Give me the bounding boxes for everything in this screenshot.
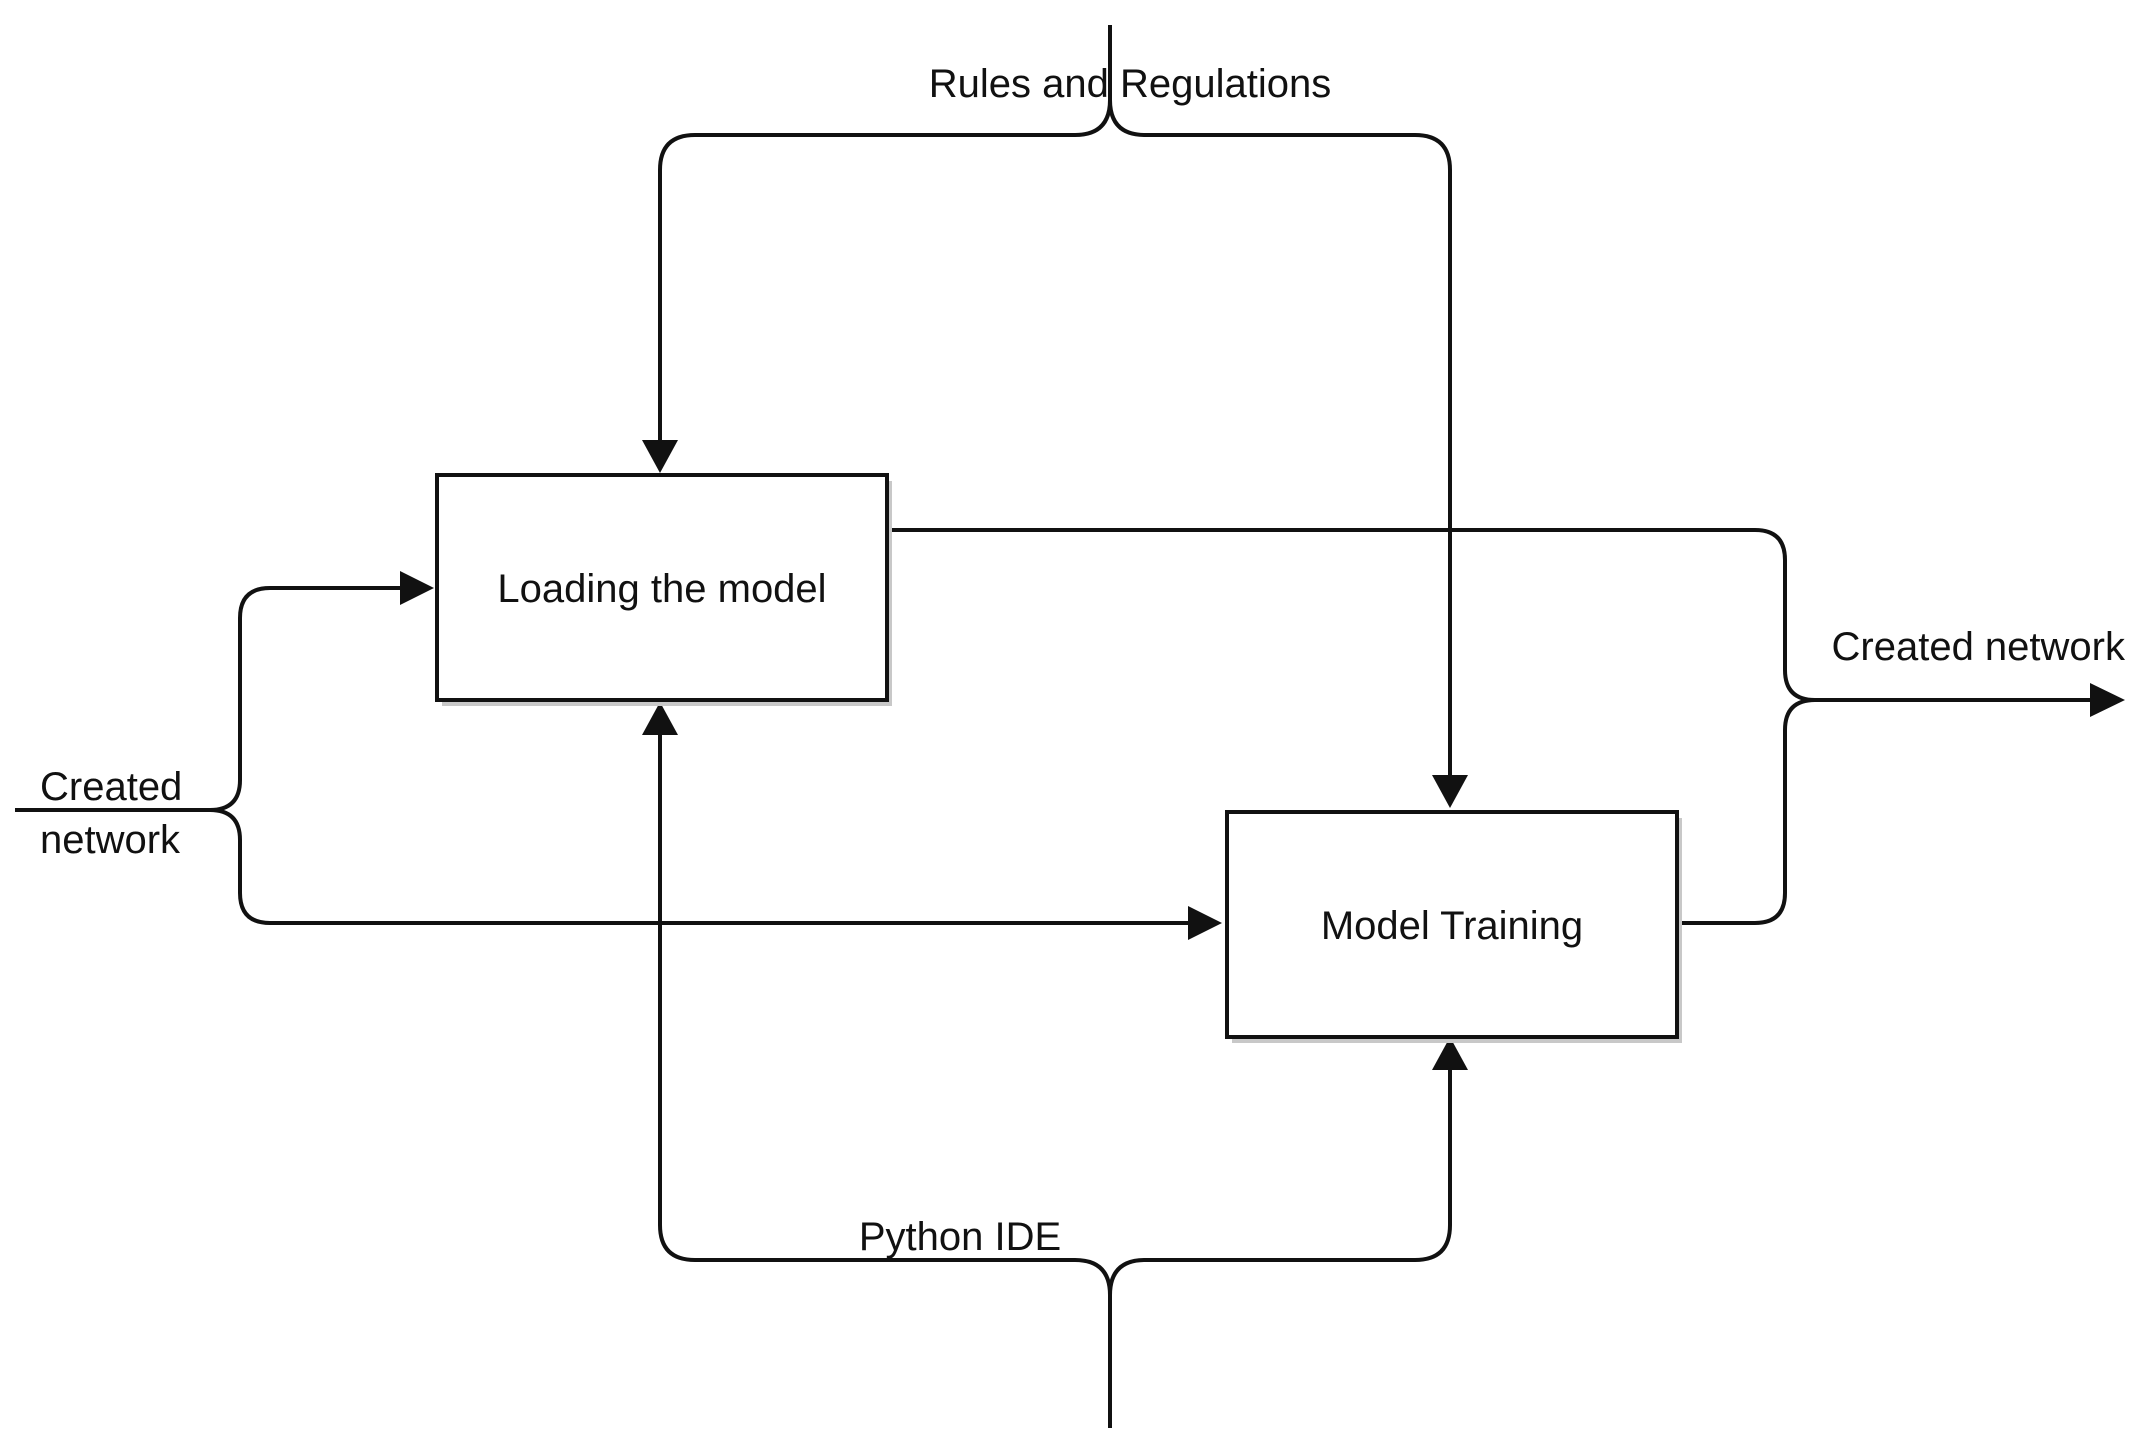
rules-regulations-label: Rules and Regulations <box>929 62 1331 106</box>
arrowhead-into-loading-top <box>642 440 678 473</box>
loading-model-label: Loading the model <box>497 567 826 611</box>
arrowhead-into-training-top <box>1432 775 1468 808</box>
python-ide-label: Python IDE <box>859 1215 1061 1259</box>
arrowhead-into-training-left <box>1188 906 1222 940</box>
output-created-network-bracket <box>890 528 2125 925</box>
input-network-label: network <box>40 818 181 862</box>
output-from-loading <box>890 528 2090 702</box>
mechanism-branch-right <box>1108 1070 1452 1296</box>
model-training-box: Model Training <box>1225 810 1682 1043</box>
input-created-network-bracket <box>15 571 1222 940</box>
output-created-network-label: Created network <box>1832 625 2126 669</box>
arrowhead-into-loading-left <box>400 571 434 605</box>
input-branch-lower <box>209 808 1188 925</box>
mechanism-python-ide-bracket <box>642 702 1468 1428</box>
control-rules-bracket <box>642 25 1468 808</box>
control-stem-top <box>658 25 1112 440</box>
input-stem-left <box>15 586 400 812</box>
output-from-training <box>1677 698 1816 925</box>
loading-model-box: Loading the model <box>435 473 892 706</box>
control-branch-right <box>1108 99 1452 775</box>
model-training-label: Model Training <box>1321 904 1583 948</box>
loading-model-box-frame <box>435 473 889 702</box>
model-training-box-frame <box>1225 810 1679 1039</box>
input-created-label: Created <box>40 765 182 809</box>
arrowhead-into-training-bottom <box>1432 1037 1468 1070</box>
arrowhead-into-loading-bottom <box>642 702 678 735</box>
mechanism-stem-bottom <box>658 735 1112 1428</box>
arrowhead-output-right <box>2090 683 2125 717</box>
